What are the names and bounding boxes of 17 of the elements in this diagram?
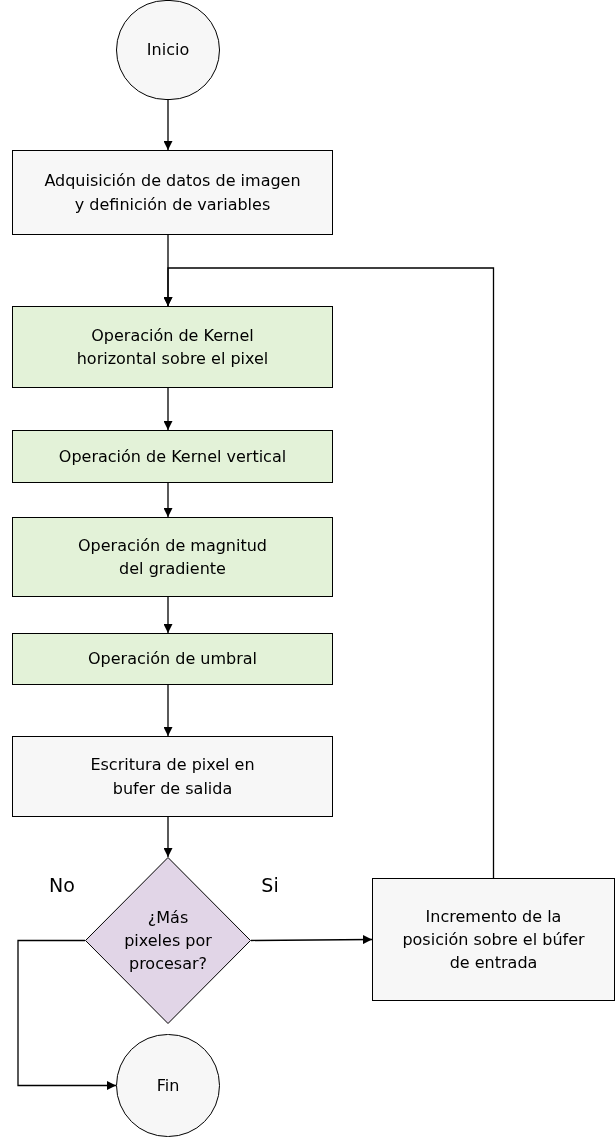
process-box: Operación de magnitud del gradiente — [12, 517, 333, 597]
arrow — [250, 935, 373, 945]
process-box: Adquisición de datos de imagen y definición de variables — [12, 150, 333, 235]
decision-diamond: ¿Más pixeles por procesar? — [85, 857, 251, 1024]
arrow — [163, 482, 173, 518]
arrow — [163, 816, 173, 858]
process-box: Operación de Kernel vertical — [12, 430, 333, 483]
arrow — [163, 684, 173, 737]
arrow — [163, 267, 495, 879]
arrow — [163, 99, 173, 151]
process-box: Incremento de la posición sobre el búfer de entrada — [372, 878, 615, 1001]
process-box: Operación de Kernel horizontal sobre el pixel — [12, 306, 333, 388]
arrow — [17, 939, 117, 1090]
arrow — [163, 596, 173, 634]
process-box: Operación de umbral — [12, 633, 333, 685]
arrow — [163, 387, 173, 431]
process-box: Escritura de pixel en bufer de salida — [12, 736, 333, 817]
